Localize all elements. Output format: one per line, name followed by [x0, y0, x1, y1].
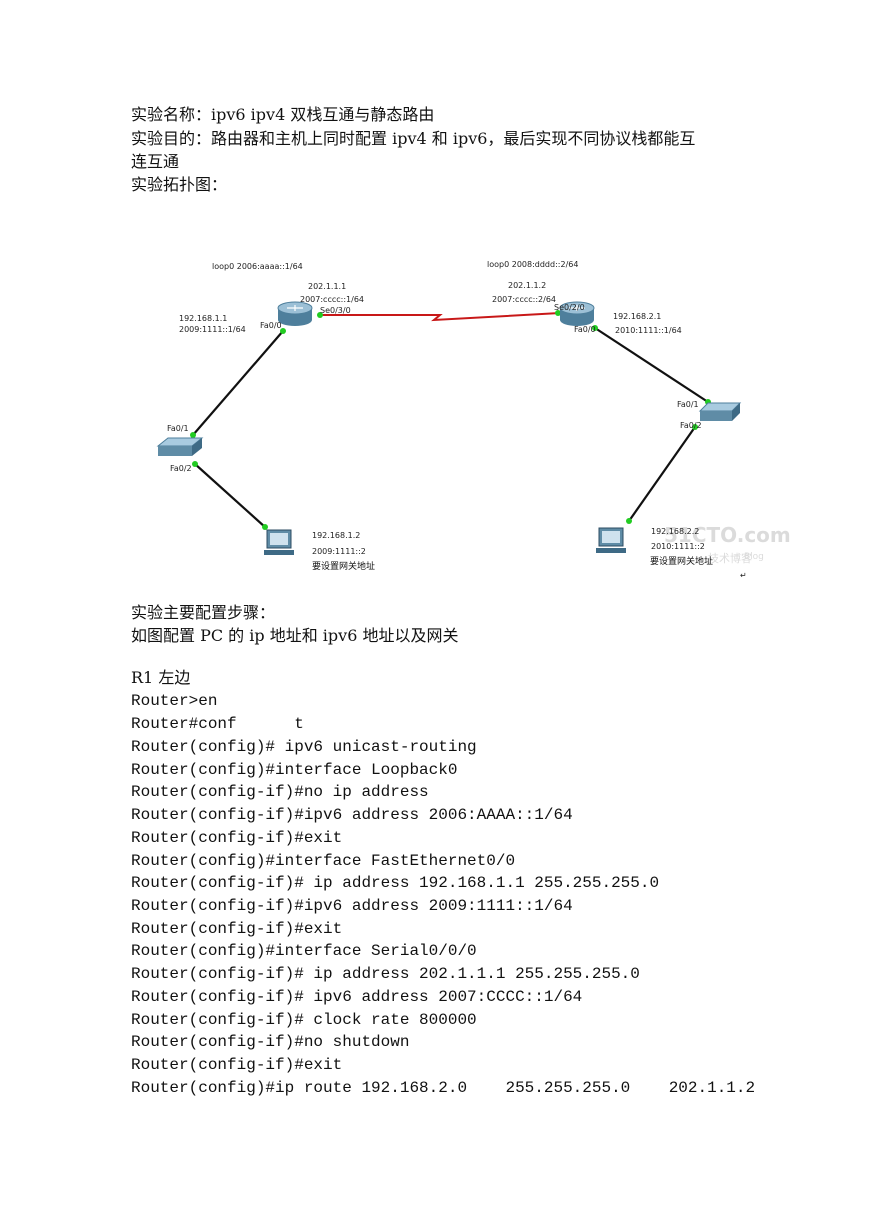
- svg-text:Blog: Blog: [744, 552, 764, 562]
- experiment-purpose-line1: 实验目的：路由器和主机上同时配置 ipv4 和 ipv6，最后实现不同协议栈都能…: [131, 129, 696, 148]
- r1-lan-port-dot: [280, 328, 286, 334]
- config-line: Router(config)#interface Serial0/0/0: [131, 942, 477, 960]
- config-line: Router(config-if)#exit: [131, 1056, 343, 1074]
- config-line: Router(config-if)#exit: [131, 920, 343, 938]
- sw1-down-port-label: Fa0/2: [170, 464, 192, 473]
- svg-text:技术博客: 技术博客: [708, 551, 752, 565]
- sw1-up-port-label: Fa0/1: [167, 424, 189, 433]
- watermark-logo: 51CTO.com 技术博客 Blog: [664, 523, 791, 565]
- config-line: Router(config)#ip route 192.168.2.0 255.…: [131, 1079, 756, 1097]
- pc2-note-label: 要设置网关地址: [650, 555, 713, 567]
- r1-serial-port-dot: [317, 312, 323, 318]
- r2-lan-port-label: Fa0/0: [574, 325, 596, 334]
- return-mark: ↵: [740, 571, 747, 580]
- r1-lan-ipv6-label: 2009:1111::1/64: [179, 325, 246, 334]
- config-line: Router#conf t: [131, 715, 304, 733]
- config-line: Router(config-if)# ip address 202.1.1.1 …: [131, 965, 640, 983]
- sw2-up-port-label: Fa0/1: [677, 400, 699, 409]
- r2-loop-label: loop0 2008:dddd::2/64: [487, 260, 578, 269]
- steps-heading: 实验主要配置步骤：: [131, 603, 276, 622]
- r1-serial-ipv4-label: 202.1.1.1: [308, 282, 346, 291]
- switch2-pc2-link: [628, 426, 696, 522]
- r2-lan-ipv4-label: 192.168.2.1: [613, 312, 661, 321]
- switch-sw1-icon: [156, 437, 204, 456]
- r2-serial-port-label: Se0/2/0: [554, 303, 585, 312]
- pc2-icon: [596, 527, 626, 553]
- config-line: Router(config-if)#ipv6 address 2006:AAAA…: [131, 806, 573, 824]
- sw2-down-port-label: Fa0/2: [680, 421, 702, 430]
- svg-text:51CTO.com: 51CTO.com: [664, 523, 791, 547]
- config-line: Router(config-if)#no shutdown: [131, 1033, 410, 1051]
- pc2-ipv6-label: 2010:1111::2: [651, 542, 705, 551]
- pc1-icon: [264, 529, 294, 555]
- r1-serial-port-label: Se0/3/0: [320, 306, 351, 315]
- r1-loop-label: loop0 2006:aaaa::1/64: [212, 262, 303, 271]
- config-line: Router(config)# ipv6 unicast-routing: [131, 738, 477, 756]
- r1-serial-ipv6-label: 2007:cccc::1/64: [300, 295, 364, 304]
- pc1-ipv6-label: 2009:1111::2: [312, 547, 366, 556]
- topology-diagram: 51CTO.com 技术博客 Blog loop0 2006:aaaa::1/6…: [156, 260, 791, 580]
- config-line: Router(config)#interface Loopback0: [131, 761, 458, 779]
- r1-lan-port-label: Fa0/0: [260, 321, 282, 330]
- r1-lan-ipv4-label: 192.168.1.1: [179, 314, 227, 323]
- config-line: Router(config-if)# ipv6 address 2007:CCC…: [131, 988, 583, 1006]
- sw2-down-port-dot: [692, 424, 698, 430]
- r2-serial-ipv6-label: 2007:cccc::2/64: [492, 295, 556, 304]
- sw1-down-port-dot: [192, 461, 198, 467]
- r2-switch2-link: [594, 327, 709, 403]
- serial-link: [320, 312, 561, 322]
- r1-switch1-link: [192, 330, 284, 436]
- r2-serial-ipv4-label: 202.1.1.2: [508, 281, 546, 290]
- switch1-pc1-link: [194, 463, 266, 528]
- switch-sw2-icon: [698, 402, 742, 421]
- r2-lan-port-dot: [592, 325, 598, 331]
- topology-title: 实验拓扑图：: [131, 175, 228, 194]
- experiment-purpose-line2: 连互通: [131, 152, 180, 171]
- experiment-name: 实验名称：ipv6 ipv4 双栈互通与静态路由: [131, 105, 435, 124]
- r2-lan-ipv6-label: 2010:1111::1/64: [615, 326, 682, 335]
- config-line: Router(config-if)#ipv6 address 2009:1111…: [131, 897, 573, 915]
- config-line: Router(config-if)#no ip address: [131, 783, 429, 801]
- r1-title: R1 左边: [131, 668, 191, 687]
- router-r1-icon: [277, 301, 313, 326]
- pc2-port-dot: [626, 518, 632, 524]
- config-line: Router(config-if)# clock rate 800000: [131, 1011, 477, 1029]
- pc-config-note: 如图配置 PC 的 ip 地址和 ipv6 地址以及网关: [131, 626, 459, 645]
- sw1-up-port-dot: [190, 432, 196, 438]
- config-line: Router(config-if)#exit: [131, 829, 343, 847]
- config-line: Router>en: [131, 692, 218, 710]
- pc1-ipv4-label: 192.168.1.2: [312, 531, 360, 540]
- config-line: Router(config-if)# ip address 192.168.1.…: [131, 874, 660, 892]
- router-r2-icon: [559, 301, 595, 326]
- pc1-note-label: 要设置网关地址: [312, 560, 375, 572]
- config-line: Router(config)#interface FastEthernet0/0: [131, 852, 516, 870]
- pc1-port-dot: [262, 524, 268, 530]
- pc2-ipv4-label: 192.168.2.2: [651, 527, 699, 536]
- r2-serial-port-dot: [555, 310, 561, 316]
